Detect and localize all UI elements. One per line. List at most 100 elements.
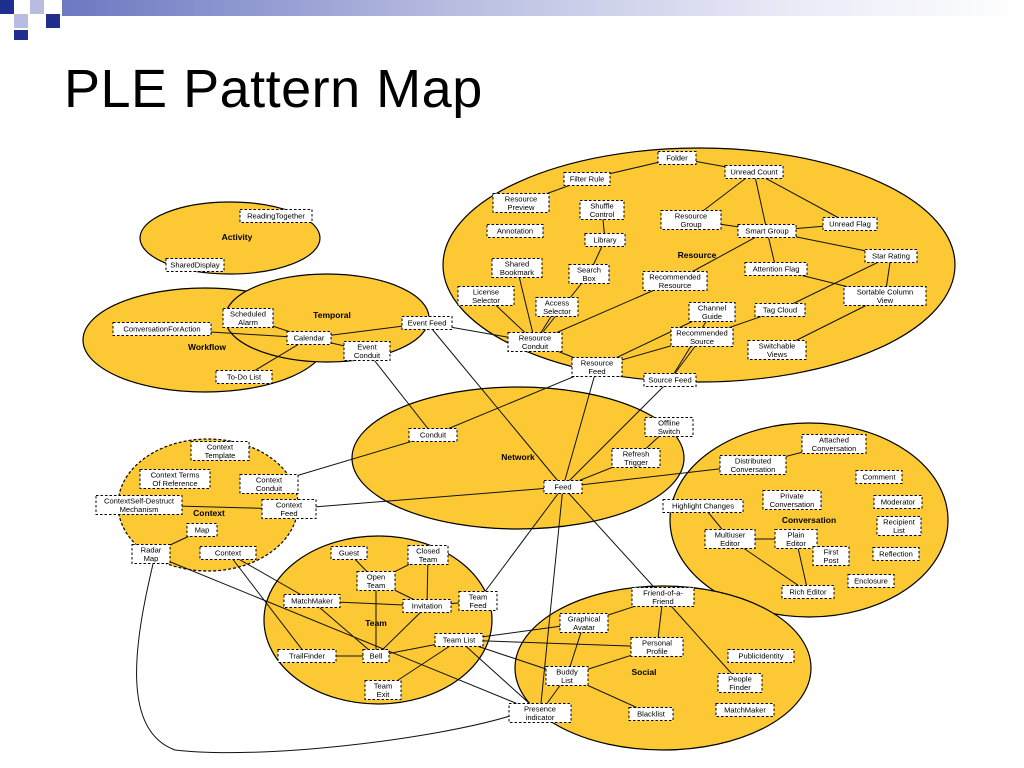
node-box [401, 316, 453, 330]
node-trailfinder[interactable]: TrailFinder [277, 649, 337, 663]
node-label: Presence [524, 704, 556, 713]
node-reflection[interactable]: Reflection [872, 547, 920, 561]
node-smart-group[interactable]: Smart Group [737, 224, 797, 238]
node-annotation[interactable]: Annotation [486, 224, 544, 238]
node-label: Team [367, 581, 386, 590]
node-box [261, 499, 317, 519]
node-friend-of-a-friend[interactable]: Friend-of-a-Friend [631, 587, 695, 607]
edge-event-conduit-conduit [366, 350, 434, 436]
node-reading-together[interactable]: ReadingTogether [239, 209, 313, 223]
node-folder[interactable]: Folder [657, 151, 697, 165]
node-tag-cloud[interactable]: Tag Cloud [754, 303, 806, 317]
node-box [239, 209, 313, 223]
node-library[interactable]: Library [584, 233, 626, 247]
node-source-feed[interactable]: Source Feed [643, 373, 697, 387]
node-invitation[interactable]: Invitation [402, 599, 452, 613]
node-enclosure[interactable]: Enclosure [847, 574, 895, 588]
node-map[interactable]: Map [186, 523, 218, 537]
node-conduit[interactable]: Conduit [408, 428, 458, 442]
node-attention-flag[interactable]: Attention Flag [744, 262, 808, 276]
node-label: Attention Flag [753, 265, 800, 274]
node-box [801, 434, 867, 454]
node-box [507, 332, 563, 352]
node-public-identity[interactable]: PublicIdentity [727, 649, 795, 663]
node-shared-display[interactable]: SharedDisplay [165, 258, 225, 272]
node-rich-editor[interactable]: Rich Editor [781, 585, 835, 599]
node-label: Graphical [568, 614, 601, 623]
node-star-rating[interactable]: Star Rating [864, 249, 918, 263]
node-guest[interactable]: Guest [330, 546, 368, 560]
node-conversation-for-action[interactable]: ConversationForAction [112, 322, 212, 336]
node-box [199, 546, 257, 560]
node-event-feed[interactable]: Event Feed [401, 316, 453, 330]
resource-cluster [442, 147, 956, 383]
cluster-label-workflow: Workflow [188, 342, 226, 352]
node-box [630, 637, 684, 657]
node-matchmaker-social[interactable]: MatchMaker [715, 703, 775, 717]
node-calendar[interactable]: Calendar [286, 331, 332, 345]
node-unread-count[interactable]: Unread Count [724, 165, 784, 179]
node-moderator[interactable]: Moderator [873, 495, 923, 509]
node-box [508, 703, 572, 723]
node-label: Conduit [256, 484, 283, 493]
node-blacklist[interactable]: Blacklist [628, 707, 674, 721]
node-bell[interactable]: Bell [362, 649, 390, 663]
node-label: Feed [554, 483, 571, 492]
edge-invitation-bell [375, 605, 428, 657]
node-box [535, 297, 579, 317]
node-highlight-changes[interactable]: Highlight Changes [662, 499, 744, 513]
node-unread-flag[interactable]: Unread Flag [822, 217, 878, 231]
node-label: Resource [659, 281, 692, 290]
node-label: Resource [505, 194, 538, 203]
node-filter-rule[interactable]: Filter Rule [563, 172, 611, 186]
node-to-do-list[interactable]: To-Do List [215, 370, 273, 384]
node-box [872, 547, 920, 561]
node-context[interactable]: Context [199, 546, 257, 560]
node-matchmaker[interactable]: MatchMaker [283, 594, 341, 608]
node-label: Library [593, 236, 616, 245]
node-feed[interactable]: Feed [543, 480, 583, 494]
node-team-list[interactable]: Team List [434, 633, 484, 647]
node-comment[interactable]: Comment [855, 470, 903, 484]
